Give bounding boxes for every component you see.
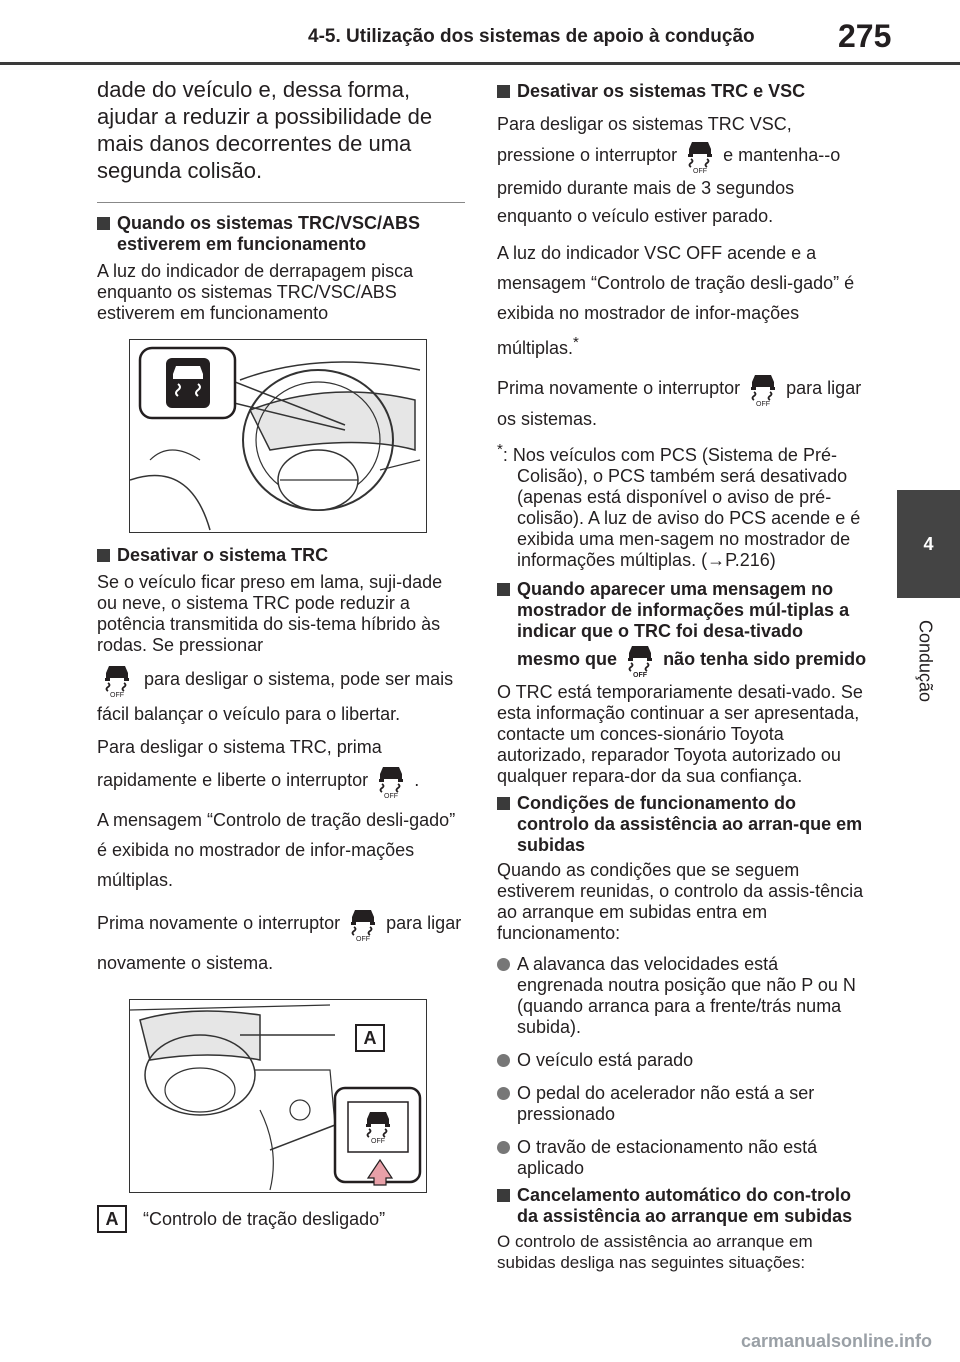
chapter-number: 4 xyxy=(923,533,934,554)
section-title-disable-trc-vsc: Desativar os sistemas TRC e VSC xyxy=(497,81,869,102)
paragraph-disable-trc-vsc-1-text-a: Para desligar os sistemas TRC VSC, press… xyxy=(497,114,792,165)
paragraph-disable-trc-4: Prima novamente o interruptor para ligar… xyxy=(97,903,465,983)
footnote-text: : Nos veículos com PCS (Sistema de Pré-C… xyxy=(502,445,861,570)
page-header-title: 4-5. Utilização dos sistemas de apoio à … xyxy=(308,26,755,47)
left-column: dade do veículo e, dessa forma, ajudar a… xyxy=(97,76,465,1233)
footnote-marker: * xyxy=(573,334,579,351)
paragraph-disable-trc-2-text-a: Para desligar o sistema TRC, prima rapid… xyxy=(97,737,382,790)
footnote: *: Nos veículos com PCS (Sistema de Pré-… xyxy=(497,439,869,571)
trc-off-switch-icon xyxy=(345,906,381,942)
paragraph-disable-trc-2: Para desligar o sistema TRC, prima rapid… xyxy=(97,731,465,799)
paragraph-disable-trc-1-text-a: Se o veículo ficar preso em lama, suji-d… xyxy=(97,572,443,655)
figure-caption: A “Controlo de tração desligado” xyxy=(97,1205,465,1233)
paragraph-disable-trc-1: Se o veículo ficar preso em lama, suji-d… xyxy=(97,572,465,725)
list-item: A alavanca das velocidades está engrenad… xyxy=(497,954,869,1038)
paragraph-disable-trc-2-text-b: . xyxy=(414,769,420,790)
press-arrow xyxy=(366,1158,394,1186)
caption-label: A xyxy=(97,1205,127,1233)
slip-indicator-icon xyxy=(166,358,210,408)
list-item: O pedal do acelerador não está a ser pre… xyxy=(497,1083,869,1125)
section-title-disable-trc: Desativar o sistema TRC xyxy=(97,545,465,566)
trc-off-switch-icon xyxy=(373,763,409,799)
list-item: O travão de estacionamento não está apli… xyxy=(497,1137,869,1179)
section-title-trc-message-text-a: Quando aparecer uma mensagem no mostrado… xyxy=(517,579,850,669)
section-title-hill-start-conditions: Condições de funcionamento do controlo d… xyxy=(497,793,869,856)
paragraph-disable-trc-vsc-2-text: A luz do indicador VSC OFF acende e a me… xyxy=(497,243,855,358)
figure-console-switch: A xyxy=(129,999,427,1193)
section-body-trc-vsc-abs: A luz do indicador de derrapagem pisca e… xyxy=(97,261,414,323)
right-column: Desativar os sistemas TRC e VSC Para des… xyxy=(497,81,869,1273)
footnote-mark: * xyxy=(497,441,503,458)
caption-text: “Controlo de tração desligado” xyxy=(143,1208,386,1229)
trc-off-switch-icon xyxy=(745,371,781,407)
list-item: O veículo está parado xyxy=(497,1050,869,1071)
paragraph-disable-trc-1-text-b: para desligar o sistema, pode ser mais f… xyxy=(97,668,454,724)
paragraph-disable-trc-vsc-3-text-b: para ligar os sistemas. xyxy=(497,377,862,429)
header-rule xyxy=(0,62,960,65)
chapter-tab: 4 xyxy=(897,490,960,598)
trc-off-switch-icon xyxy=(99,662,135,698)
watermark: carmanualsonline.info xyxy=(740,1331,932,1351)
paragraph-disable-trc-4-text-b: para ligar novamente o sistema. xyxy=(97,913,462,973)
paragraph-hill-start-cancel: O controlo de assistência ao arranque em… xyxy=(497,1232,813,1272)
dashboard-illustration xyxy=(129,346,421,531)
trc-off-switch-icon xyxy=(682,138,718,174)
chapter-name-label: Condução xyxy=(905,606,945,716)
section-title-trc-message: Quando aparecer uma mensagem no mostrado… xyxy=(497,579,869,678)
paragraph-disable-trc-vsc-3: Prima novamente o interruptor para ligar… xyxy=(497,371,869,431)
console-illustration xyxy=(129,1004,422,1191)
section-divider xyxy=(97,202,465,203)
paragraph-trc-message: O TRC está temporariamente desati-vado. … xyxy=(497,682,863,786)
section-title-trc-vsc-abs: Quando os sistemas TRC/VSC/ABS estiverem… xyxy=(97,213,465,255)
lead-paragraph: dade do veículo e, dessa forma, ajudar a… xyxy=(97,77,433,183)
section-title-trc-message-text-b: não tenha sido premido xyxy=(663,648,867,669)
figure-dashboard-slip-indicator xyxy=(129,339,427,533)
section-title-hill-start-cancel: Cancelamento automático do con-trolo da … xyxy=(497,1185,869,1227)
trc-off-switch-icon xyxy=(622,642,658,678)
paragraph-disable-trc-vsc-2: A luz do indicador VSC OFF acende e a me… xyxy=(497,238,869,363)
page-number: 275 xyxy=(838,18,892,54)
paragraph-disable-trc-vsc-3-text-a: Prima novamente o interruptor xyxy=(497,377,741,398)
paragraph-hill-start-conditions: Quando as condições que se seguem estive… xyxy=(497,860,864,943)
figure-callout-label: A xyxy=(355,1024,385,1052)
paragraph-disable-trc-vsc-1: Para desligar os sistemas TRC VSC, press… xyxy=(497,110,869,230)
paragraph-disable-trc-vsc-1-text-b: e mantenha--o premido durante mais de 3 … xyxy=(497,144,841,226)
paragraph-disable-trc-3: A mensagem “Controlo de tração desli-gad… xyxy=(97,810,456,890)
paragraph-disable-trc-4-text-a: Prima novamente o interruptor xyxy=(97,913,341,933)
chapter-name: Condução xyxy=(915,619,936,703)
